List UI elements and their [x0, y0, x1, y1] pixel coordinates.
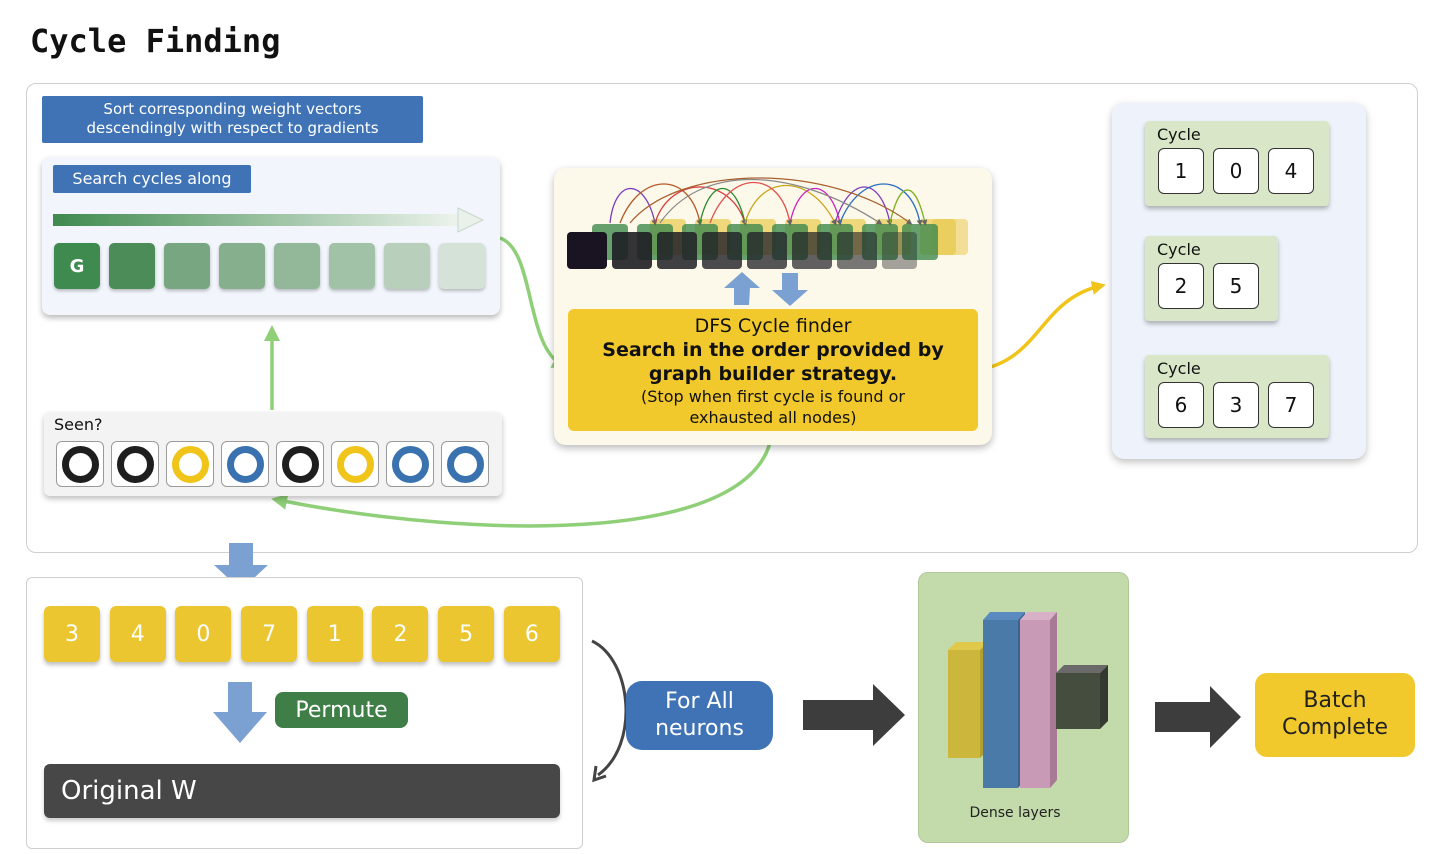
seen-box [441, 441, 489, 487]
cycle-label: Cycle [1157, 359, 1201, 378]
cycle-node: 7 [1268, 382, 1314, 428]
for-all-line-1: For All [665, 689, 734, 714]
loop-arc-perm [591, 639, 628, 777]
seen-ring-icon [281, 445, 319, 483]
graph-illustration [567, 177, 968, 306]
search-node-first: G [54, 243, 100, 289]
for-all-neurons: For All neurons [626, 681, 773, 750]
batch-line-2: Complete [1281, 715, 1389, 740]
arrow-search-to-dfs [499, 236, 569, 369]
cycle-node: 6 [1158, 382, 1204, 428]
permute-down-arrow-icon [213, 682, 267, 743]
cycle-card: Cycle 2 5 [1145, 236, 1278, 321]
seen-box [386, 441, 434, 487]
seen-ring-icon [446, 445, 484, 483]
search-node [274, 243, 320, 289]
search-node [219, 243, 265, 289]
seen-ring-icon [336, 445, 374, 483]
original-w: Original W [44, 764, 560, 818]
seen-ring-icon [171, 445, 209, 483]
batch-line-1: Batch [1303, 688, 1367, 713]
seen-box [221, 441, 269, 487]
dfs-cycle-finder: DFS Cycle finder Search in the order pro… [568, 309, 978, 431]
search-node [164, 243, 210, 289]
for-all-line-2: neurons [655, 716, 744, 741]
perm-index: 7 [241, 606, 298, 662]
perm-index: 4 [109, 606, 166, 662]
cycle-label: Cycle [1157, 125, 1201, 144]
seen-box [166, 441, 214, 487]
seen-rings [56, 441, 489, 487]
permute-label: Permute [275, 692, 408, 728]
dfs-line-3: graph builder strategy. [648, 363, 898, 385]
dfs-line-2: Search in the order provided by [602, 339, 944, 361]
dfs-title: DFS Cycle finder [694, 315, 852, 337]
dfs-line-4: (Stop when first cycle is found or [641, 387, 905, 406]
cycle-node: 4 [1268, 148, 1314, 194]
dfs-line-5: exhausted all nodes) [689, 408, 857, 427]
seen-box [56, 441, 104, 487]
search-node [329, 243, 375, 289]
perm-index: 0 [175, 606, 232, 662]
right-arrow-icon [803, 684, 905, 746]
seen-ring-icon [226, 445, 264, 483]
seen-box [331, 441, 379, 487]
arrow-dfs-to-seen [271, 431, 774, 528]
seen-box [111, 441, 159, 487]
perm-index: 1 [306, 606, 363, 662]
perm-index: 5 [438, 606, 495, 662]
search-node [109, 243, 155, 289]
search-label: Search cycles along [53, 165, 251, 193]
cycle-card: Cycle 6 3 7 [1145, 355, 1329, 438]
cycle-node: 3 [1213, 382, 1259, 428]
dense-label: Dense layers [969, 805, 1061, 821]
sort-label: Sort corresponding weight vectors descen… [42, 96, 423, 143]
cycle-node: 2 [1158, 263, 1204, 309]
batch-complete: Batch Complete [1255, 673, 1415, 757]
seen-ring-icon [61, 445, 99, 483]
down-arrow-icon [214, 543, 268, 590]
search-node [439, 243, 485, 289]
perm-index: 2 [372, 606, 429, 662]
cycle-node: 1 [1158, 148, 1204, 194]
perm-index: 3 [44, 606, 100, 662]
permutation-row: 3 4 0 7 1 2 5 6 [44, 606, 560, 662]
seen-ring-icon [116, 445, 154, 483]
order-gradient-arrow [53, 207, 485, 233]
search-node [384, 243, 430, 289]
cycle-card: Cycle 1 0 4 [1145, 121, 1329, 206]
perm-index: 6 [503, 606, 560, 662]
seen-box [276, 441, 324, 487]
seen-label: Seen? [54, 415, 103, 434]
cycle-node: 5 [1213, 263, 1259, 309]
right-arrow-icon-2 [1155, 686, 1241, 748]
cycle-label: Cycle [1157, 240, 1201, 259]
arrow-dfs-to-cycles [977, 281, 1106, 372]
seen-ring-icon [391, 445, 429, 483]
dense-layers-icon [948, 612, 1108, 788]
page-title: Cycle Finding [30, 22, 281, 60]
cycle-node: 0 [1213, 148, 1259, 194]
